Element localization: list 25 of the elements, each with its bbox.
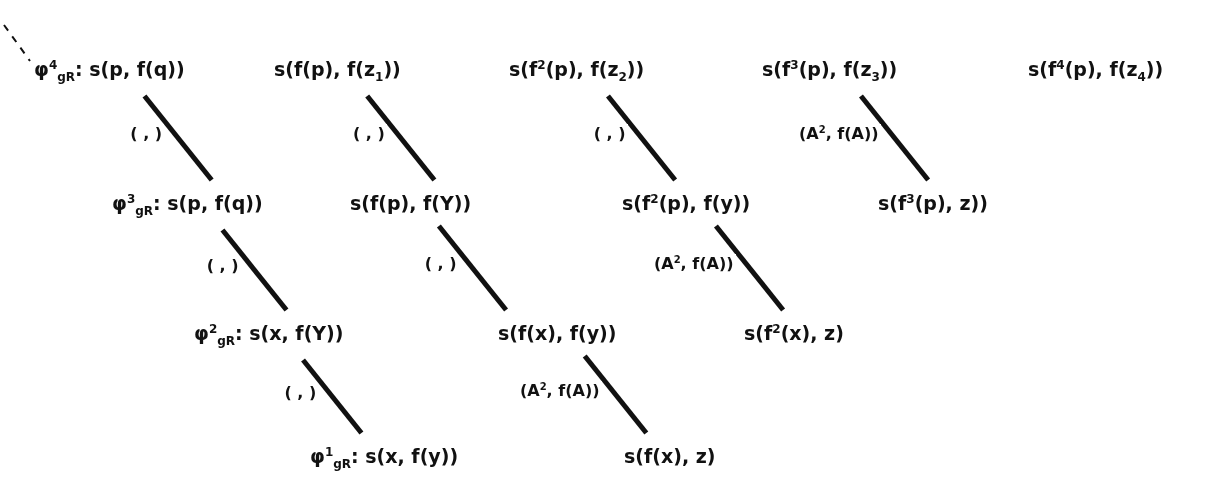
diagonal-line [606, 94, 678, 182]
term-text: s(f$^{3}$(p), f(z$_{3}$)) [758, 46, 902, 97]
term-text: s(f$^{2}$(p), f(y)) [618, 180, 755, 227]
term-text: s(f$^{4}$(p), f(z$_{4}$)) [1024, 46, 1168, 97]
term-text: s(f(x), f(y)) [494, 310, 621, 356]
term-text: s(f$^{2}$(x), z) [740, 310, 848, 357]
term-text: s(f(p), f(Y)) [346, 180, 476, 226]
dashed-line [3, 24, 31, 62]
diagonal-line [365, 94, 437, 182]
diagonal-line [142, 94, 214, 182]
diagonal-line [220, 228, 289, 312]
term-text: s(f(p), f(z$_{1}$)) [270, 46, 405, 96]
term-text: s(f(x), z) [620, 433, 720, 479]
term-text: φ$^{2}$$_{gR}$: s(x, f(Y)) [190, 310, 348, 361]
term-text: s(f$^{3}$(p), z)) [874, 180, 992, 227]
diagonal-line [301, 358, 364, 435]
diagonal-line [582, 354, 649, 435]
term-text: φ$^{1}$$_{gR}$: s(x, f(y)) [306, 433, 463, 484]
diagonal-line [436, 224, 509, 312]
diagonal-line [859, 94, 931, 182]
diagonal-line [713, 224, 786, 312]
term-text: φ$^{3}$$_{gR}$: s(p, f(q)) [108, 180, 267, 231]
edge-label: ( , ) [128, 124, 165, 143]
term-text: φ$^{4}$$_{gR}$: s(p, f(q)) [30, 46, 189, 97]
term-text: s(f$^{2}$(p), f(z$_{2}$)) [505, 46, 649, 97]
